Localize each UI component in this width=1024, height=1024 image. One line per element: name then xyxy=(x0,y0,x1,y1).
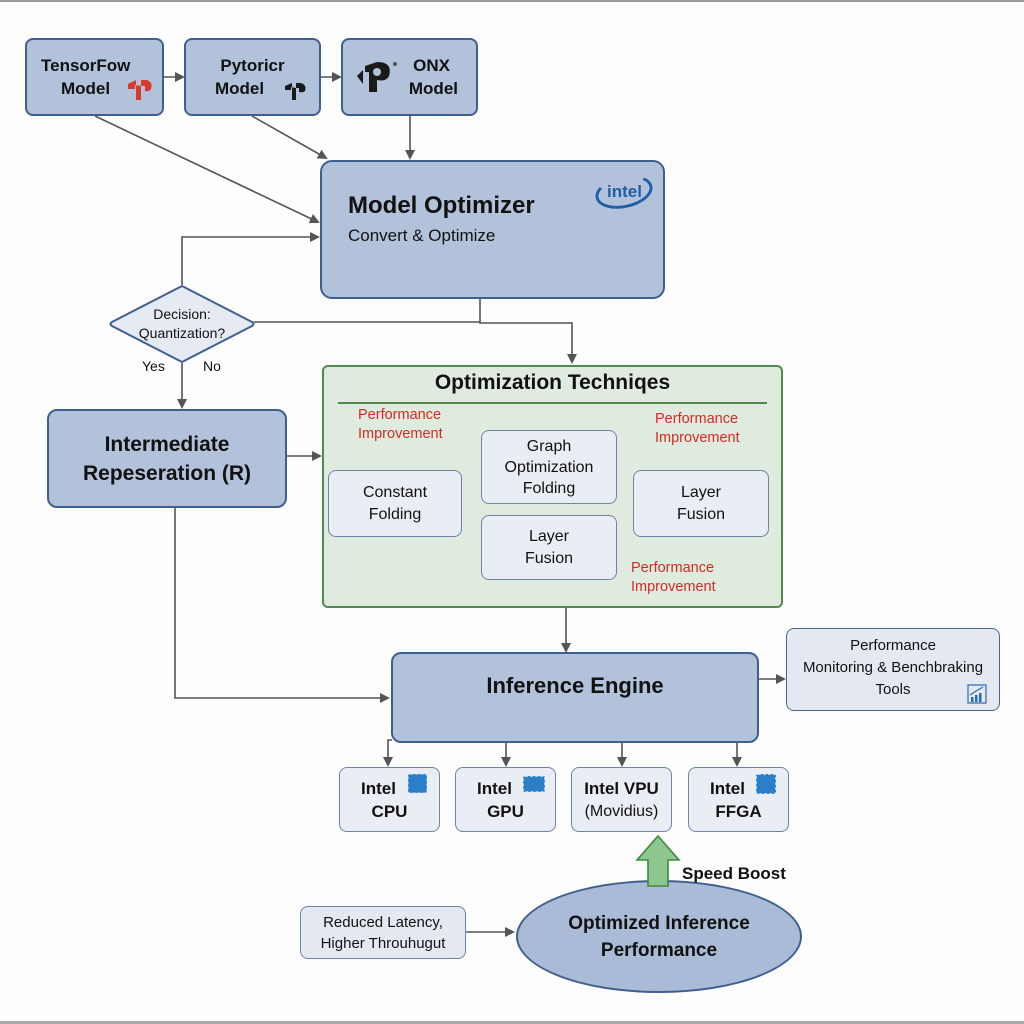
tensorflow-model-label-line2: Model xyxy=(61,79,111,98)
constant-folding-node[interactable]: Constant Folding xyxy=(328,470,462,537)
layer-fusion-center-node[interactable]: Layer Fusion xyxy=(481,515,617,580)
decision-diamond-shape xyxy=(109,284,255,364)
decision-label-line2: Quantization? xyxy=(138,325,226,341)
quantization-decision[interactable]: Decision: Quantization? xyxy=(108,284,256,364)
frame-bottom-border xyxy=(0,1021,1024,1024)
layer-fusion-center-line2: Fusion xyxy=(524,549,574,567)
layer-fusion-right-line2: Fusion xyxy=(676,505,726,523)
onnx-logo-icon xyxy=(357,62,397,92)
annotation-right-line1: Performance xyxy=(655,411,739,427)
ir-label-line2: Repeseration (R) xyxy=(82,461,252,485)
performance-improvement-annotation-left: Performance Improvement xyxy=(358,406,443,444)
decision-no-label: No xyxy=(203,358,221,374)
performance-monitoring-box[interactable]: Performance Monitoring & Benchbraking To… xyxy=(786,628,1000,711)
fpga-chip-icon xyxy=(756,774,776,794)
optimized-inference-performance-ellipse[interactable]: Optimized Inference Performance xyxy=(516,880,802,993)
device-fpga-line1: Intel xyxy=(710,778,745,798)
monitoring-line2: Monitoring & Benchbraking xyxy=(802,659,984,676)
benefits-line1: Reduced Latency, xyxy=(323,913,443,931)
constant-folding-line1: Constant xyxy=(362,483,428,501)
pytorch-logo-icon xyxy=(285,83,306,100)
arrow-pytorch-to-optimizer xyxy=(251,115,328,159)
device-intel-vpu[interactable]: Intel VPU (Movidius) xyxy=(571,767,672,832)
graph-optimization-line3: Folding xyxy=(522,479,576,497)
inference-engine-box[interactable]: Inference Engine xyxy=(391,652,759,743)
tensorflow-model-box[interactable]: TensorFow Model xyxy=(25,38,164,116)
performance-improvement-annotation-bottom: Performance Improvement xyxy=(631,559,716,597)
decision-yes-label: Yes xyxy=(142,358,165,374)
graph-optimization-node[interactable]: Graph Optimization Folding xyxy=(481,430,617,504)
device-vpu-line2: (Movidius) xyxy=(584,802,659,820)
model-optimizer-title: Model Optimizer xyxy=(348,192,535,219)
optimization-title-divider xyxy=(338,402,767,404)
arrow-decision-to-optimizer xyxy=(181,232,320,285)
result-line2: Performance xyxy=(600,939,718,961)
device-gpu-line1: Intel xyxy=(477,778,512,798)
speed-boost-arrow-icon xyxy=(635,834,681,887)
model-optimizer-box[interactable]: Model Optimizer Convert & Optimize intel xyxy=(320,160,665,299)
onnx-model-label-line1: ONX xyxy=(413,56,450,75)
speed-boost-label: Speed Boost xyxy=(682,864,786,883)
arrow-optimizer-to-techniques xyxy=(479,299,577,364)
annotation-left-line2: Improvement xyxy=(358,426,443,442)
bar-chart-icon xyxy=(967,684,987,704)
onnx-model-box[interactable]: ONX Model xyxy=(341,38,478,116)
layer-fusion-right-line1: Layer xyxy=(680,483,722,501)
pytorch-model-label-line1: Pytoricr xyxy=(220,56,285,75)
decision-label-line1: Decision: xyxy=(153,306,211,322)
inference-engine-title: Inference Engine xyxy=(486,672,664,698)
annotation-bottom-line1: Performance xyxy=(631,560,715,576)
device-cpu-line2: CPU xyxy=(371,801,408,821)
annotation-bottom-line2: Improvement xyxy=(631,579,716,595)
frame-top-border xyxy=(0,0,1024,2)
benefits-line2: Higher Throuhugut xyxy=(320,934,446,952)
annotation-right-line2: Improvement xyxy=(655,430,740,446)
arrow-inference-to-cpu xyxy=(383,739,393,767)
graph-optimization-line2: Optimization xyxy=(504,458,594,476)
intel-logo-text: intel xyxy=(606,182,642,202)
gpu-chip-icon xyxy=(523,776,545,792)
intel-logo-icon: intel xyxy=(592,170,656,214)
layer-fusion-right-node[interactable]: Layer Fusion xyxy=(633,470,769,537)
intermediate-representation-box[interactable]: Intermediate Repeseration (R) xyxy=(47,409,287,508)
optimization-techniques-title: Optimization Techniqes xyxy=(434,371,671,394)
tensorflow-logo-icon xyxy=(128,80,152,100)
monitoring-line1: Performance xyxy=(850,637,936,654)
ir-label-line1: Intermediate xyxy=(104,432,230,456)
annotation-left-line1: Performance xyxy=(358,407,442,423)
layer-fusion-center-line1: Layer xyxy=(528,527,570,545)
device-fpga-line2: FFGA xyxy=(715,801,762,821)
onnx-model-label-line2: Model xyxy=(408,79,458,98)
device-intel-fpga[interactable]: Intel FFGA xyxy=(688,767,789,832)
pytorch-model-box[interactable]: Pytoricr Model xyxy=(184,38,321,116)
monitoring-line3: Tools xyxy=(875,681,911,698)
device-cpu-line1: Intel xyxy=(361,778,396,798)
arrow-tf-to-optimizer xyxy=(94,115,320,224)
model-optimizer-subtitle: Convert & Optimize xyxy=(348,226,496,245)
device-vpu-line1: Intel VPU xyxy=(584,778,659,798)
performance-improvement-annotation-right: Performance Improvement xyxy=(655,410,740,448)
device-gpu-line2: GPU xyxy=(487,801,524,821)
pytorch-model-label-line2: Model xyxy=(214,79,265,98)
cpu-chip-icon xyxy=(408,774,427,793)
constant-folding-line2: Folding xyxy=(368,505,422,523)
benefits-box[interactable]: Reduced Latency, Higher Throuhugut xyxy=(300,906,466,959)
device-intel-gpu[interactable]: Intel GPU xyxy=(455,767,556,832)
graph-optimization-line1: Graph xyxy=(526,437,572,455)
result-line1: Optimized Inference xyxy=(568,912,750,934)
device-intel-cpu[interactable]: Intel CPU xyxy=(339,767,440,832)
tensorflow-model-label-line1: TensorFow xyxy=(41,56,131,75)
